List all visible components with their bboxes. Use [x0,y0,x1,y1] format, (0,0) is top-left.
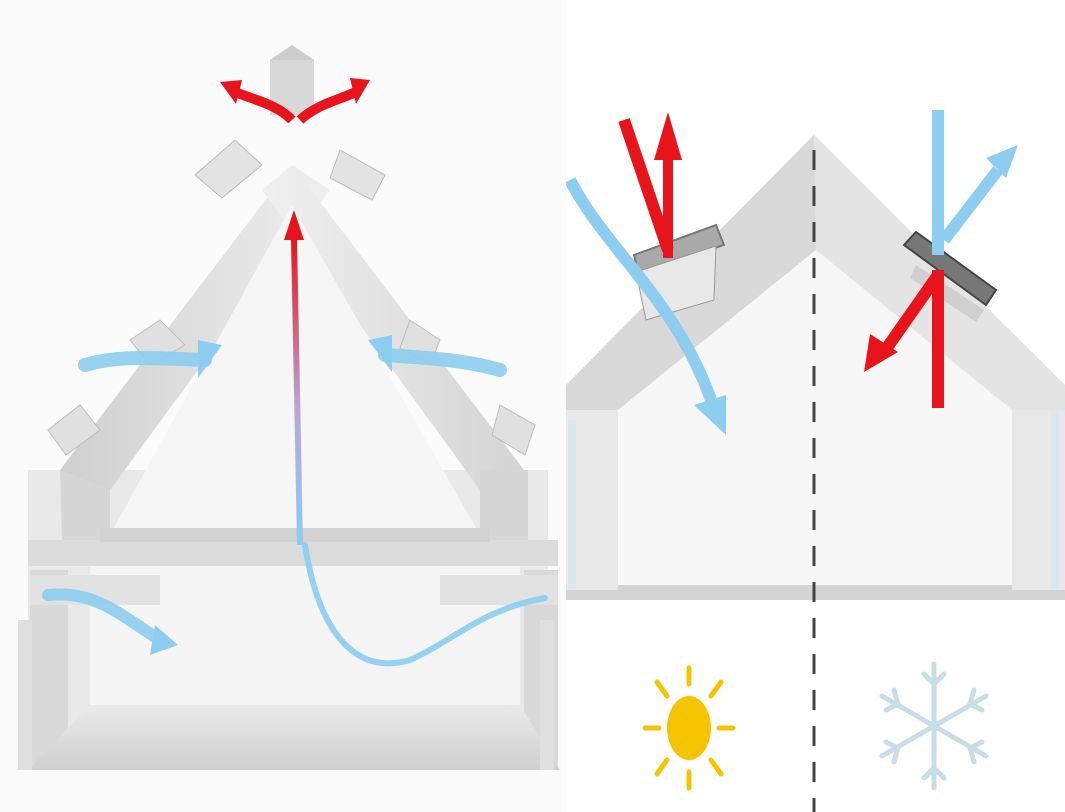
summer-airflow [566,112,726,435]
stack-ventilation-svg [18,45,560,770]
sun-icon [642,665,736,791]
seasonal-skylight-svg [566,0,1065,812]
warm-air-arrows [220,78,370,546]
roof-windows [47,45,536,456]
cool-air-arrows [42,335,548,667]
winter-airflow [864,110,1018,408]
snowflake-icon [879,661,989,791]
seasonal-skylight-section [566,0,1065,812]
stack-ventilation-section [18,45,560,770]
